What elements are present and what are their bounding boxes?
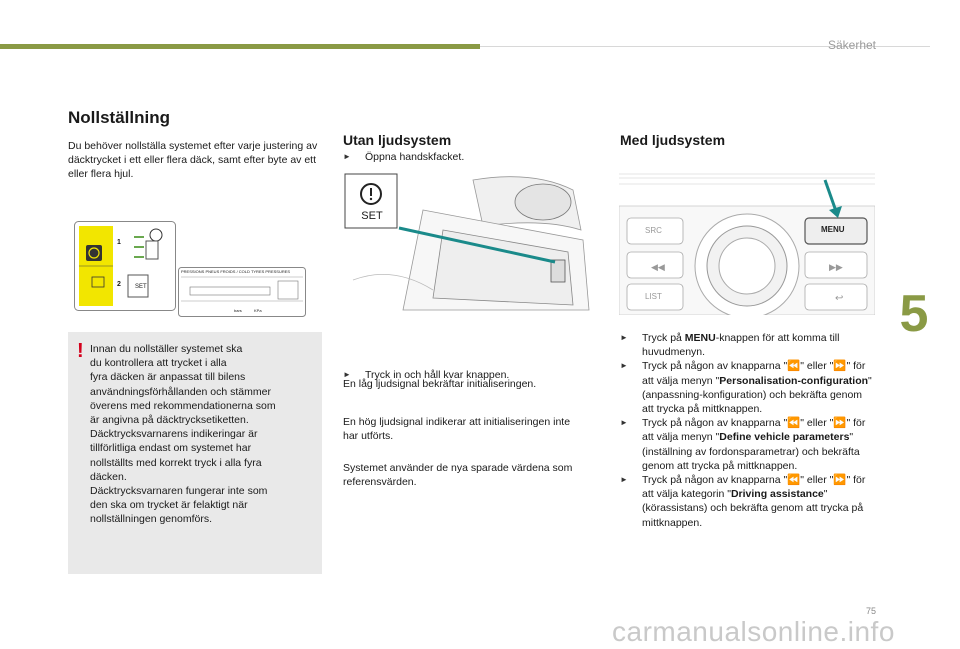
- audio-step: Tryck på någon av knapparna "⏪" eller "⏩…: [620, 416, 876, 473]
- header-rule: [480, 46, 930, 47]
- step-text: Tryck på någon av knapparna "⏪" eller "⏩…: [642, 360, 866, 387]
- section-title: Säkerhet: [827, 38, 876, 52]
- step-text: Tryck på någon av knapparna "⏪" eller "⏩…: [642, 417, 866, 444]
- warning-box: ! Innan du nollställer systemet ska du k…: [68, 332, 322, 574]
- menu-button-label: MENU: [821, 225, 845, 234]
- tyre-label-illustration: 1 2 SET: [74, 221, 176, 311]
- set-button-label: SET: [361, 210, 383, 222]
- warning-line: däcken.: [90, 470, 127, 483]
- heading-med-ljudsystem: Med ljudsystem: [620, 132, 726, 148]
- audio-step: Tryck på MENU-knappen för att komma till…: [620, 331, 876, 359]
- svg-text:↩: ↩: [835, 293, 843, 304]
- intro-text: Du behöver nollställa systemet efter var…: [68, 140, 318, 181]
- low-signal-text: En låg ljudsignal bekräftar initialiseri…: [343, 378, 537, 390]
- audio-step: Tryck på någon av knapparna "⏪" eller "⏩…: [620, 359, 876, 416]
- audio-system-illustration: ◀◀ ▶▶ ↩ MENU SRC LIST: [619, 170, 875, 315]
- page-number: 75: [865, 606, 876, 616]
- warning-line: nollställts med korrekt tryck i alla fyr…: [90, 456, 262, 469]
- header-accent-bar: [0, 44, 480, 49]
- reference-values-text: Systemet använder de nya sparade värdena…: [343, 462, 573, 489]
- label-step-1: 1: [117, 239, 121, 246]
- label-set-text: SET: [135, 284, 147, 290]
- warning-line: Däcktrycksvarnarens indikeringar är: [90, 428, 258, 441]
- warning-line: tillförlitliga endast om systemet har: [90, 442, 252, 455]
- glovebox-illustration: SET: [343, 170, 599, 315]
- warning-line: den ska om trycket är felaktigt när: [90, 499, 248, 512]
- step-emphasis: Define vehicle parameters: [719, 431, 850, 444]
- warning-line: är angivna på däcktrycksetiketten.: [90, 414, 249, 427]
- warning-line: fyra däcken är anpassat till bilens: [90, 371, 246, 384]
- step-text: -knappen för att komma till huvudmenyn.: [642, 332, 840, 359]
- step-emphasis: Driving assistance: [730, 488, 824, 501]
- step-text: " (inställning av fordonsparametrar) och…: [642, 431, 860, 472]
- audio-steps: Tryck på MENU-knappen för att komma till…: [620, 331, 876, 530]
- warning-line: du kontrollera att trycket i alla: [90, 357, 227, 370]
- warning-line: överens med rekommendationerna som: [90, 399, 276, 412]
- doc-bar-unit: bars: [234, 308, 242, 313]
- warning-icon: !: [77, 340, 84, 362]
- step-text: Tryck på någon av knapparna "⏪" eller "⏩…: [642, 474, 866, 501]
- step-press-hold: Tryck in och håll kvar knappen.: [343, 368, 605, 382]
- watermark: carmanualsonline.info: [612, 616, 895, 647]
- warning-line: nollställningen genomförs.: [90, 513, 212, 526]
- heading-utan-ljudsystem: Utan ljudsystem: [343, 132, 452, 148]
- high-signal-text: En hög ljudsignal indikerar att initiali…: [343, 416, 571, 443]
- src-button-label: SRC: [645, 226, 662, 235]
- step-text: Tryck på: [642, 332, 685, 344]
- doc-kpa-unit: KPa: [254, 308, 262, 313]
- chapter-number: 5: [899, 285, 929, 343]
- warning-line: Däcktrycksvarnaren fungerar inte som: [90, 485, 268, 498]
- warning-text: Innan du nollställer systemet ska du kon…: [90, 342, 316, 527]
- audio-step: Tryck på någon av knapparna "⏪" eller "⏩…: [620, 473, 876, 530]
- step-text: " (körassistans) och bekräfta genom att …: [642, 488, 864, 529]
- step-emphasis: Personalisation-configuration: [719, 374, 869, 387]
- step-text: " (anpassning-konfiguration) och bekräft…: [642, 374, 872, 416]
- warning-line: användningsförhållanden och stämmer: [90, 385, 271, 398]
- label-step-2: 2: [117, 281, 121, 288]
- doc-heading: PRESSIONS PNEUS FROIDS / COLD TYRES PRES…: [181, 269, 291, 274]
- step-emphasis: MENU: [684, 332, 716, 344]
- tyre-pressure-document: PRESSIONS PNEUS FROIDS / COLD TYRES PRES…: [178, 267, 306, 317]
- warning-line: Innan du nollställer systemet ska: [90, 343, 243, 355]
- svg-text:◀◀: ◀◀: [651, 262, 665, 272]
- step-open-glovebox: Öppna handskfacket.: [343, 150, 605, 164]
- heading-nollstallning: Nollställning: [68, 108, 170, 127]
- list-button-label: LIST: [645, 292, 662, 301]
- svg-text:▶▶: ▶▶: [829, 262, 843, 272]
